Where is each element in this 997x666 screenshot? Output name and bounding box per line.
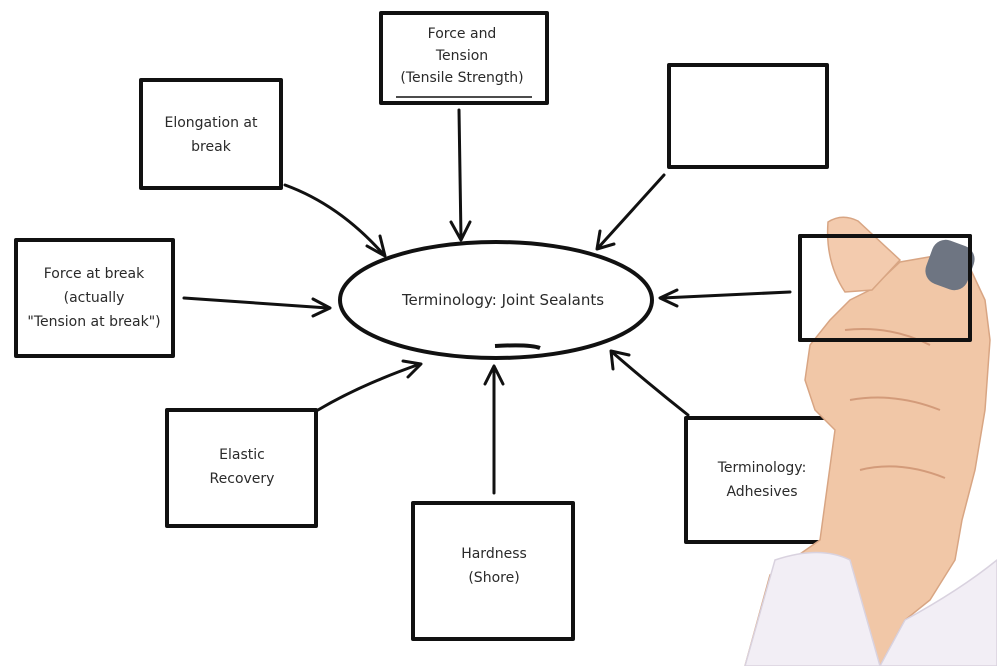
arrow-force-tension: [457, 108, 463, 240]
center-label: Terminology: Joint Sealants: [401, 291, 604, 309]
node-force-at-break-line-1: Force at break: [44, 266, 145, 282]
node-force-at-break: Force at break (actually "Tension at bre…: [14, 238, 175, 358]
arrow-elastic-recovery-head: [401, 359, 423, 379]
node-terminology-adhesives: Terminology: Adhesives: [684, 416, 839, 544]
node-elastic-recovery-line-1: Elastic: [219, 447, 265, 463]
node-hardness-line-1: Hardness: [461, 546, 527, 562]
finger-crease-2: [849, 396, 941, 411]
center-ellipse-stroke: [494, 343, 541, 350]
arrow-elongation-head: [365, 234, 387, 258]
arrow-elongation: [283, 183, 386, 257]
arrow-force-at-break: [182, 296, 330, 310]
arrows: [182, 108, 792, 495]
node-terminology-adhesives-box: [684, 416, 839, 544]
arrow-hardness-head: [483, 364, 505, 386]
node-elongation-box: [139, 78, 283, 190]
node-force-at-break-line-3: "Tension at break"): [27, 314, 160, 330]
hand-with-marker-illustration: [744, 216, 997, 666]
node-terminology-adhesives-line-2: Adhesives: [726, 484, 797, 500]
node-elastic-recovery-line-2: Recovery: [210, 471, 275, 487]
arrow-terminology-adhesives: [610, 350, 690, 417]
node-blank-top-right-box: [667, 63, 829, 169]
node-force-tension-line-2: Tension: [435, 48, 488, 64]
node-elastic-recovery: Elastic Recovery: [165, 408, 318, 528]
arrow-force-tension-head: [449, 220, 472, 242]
node-force-at-break-box: [14, 238, 175, 358]
node-force-tension-line-3: (Tensile Strength): [400, 70, 523, 86]
arrow-force-at-break-head: [311, 297, 332, 318]
shirt-sleeve: [744, 551, 881, 666]
arrow-blank-top-right: [596, 173, 666, 250]
node-elongation: Elongation at break: [139, 78, 283, 190]
node-terminology-adhesives-line-1: Terminology:: [717, 460, 807, 476]
finger-crease-3: [859, 465, 946, 479]
node-elongation-line-2: break: [191, 139, 232, 155]
node-force-at-break-line-2: (actually: [64, 290, 125, 306]
marker-icon: [925, 239, 975, 291]
node-blank-right-box-overlay: [798, 234, 972, 342]
center-node: Terminology: Joint Sealants: [338, 240, 654, 360]
arrow-terminology-adhesives-head: [609, 349, 631, 371]
center-ellipse: [338, 240, 654, 360]
node-hardness: Hardness (Shore): [411, 501, 575, 641]
arrow-blank-top-right-head: [595, 229, 616, 251]
arrow-blank-right-head: [658, 288, 679, 308]
node-elongation-line-1: Elongation at: [165, 115, 258, 131]
node-elastic-recovery-box: [165, 408, 318, 528]
node-hardness-box: [411, 501, 575, 641]
node-force-tension: Force and Tension (Tensile Strength): [379, 11, 549, 105]
node-force-tension-line-1: Force and: [428, 26, 497, 42]
node-force-tension-box: [379, 11, 549, 105]
node-blank-top-right: [667, 63, 829, 169]
node-hardness-line-2: (Shore): [468, 570, 519, 586]
arrow-elastic-recovery: [316, 362, 422, 412]
arrow-blank-right: [660, 290, 792, 300]
